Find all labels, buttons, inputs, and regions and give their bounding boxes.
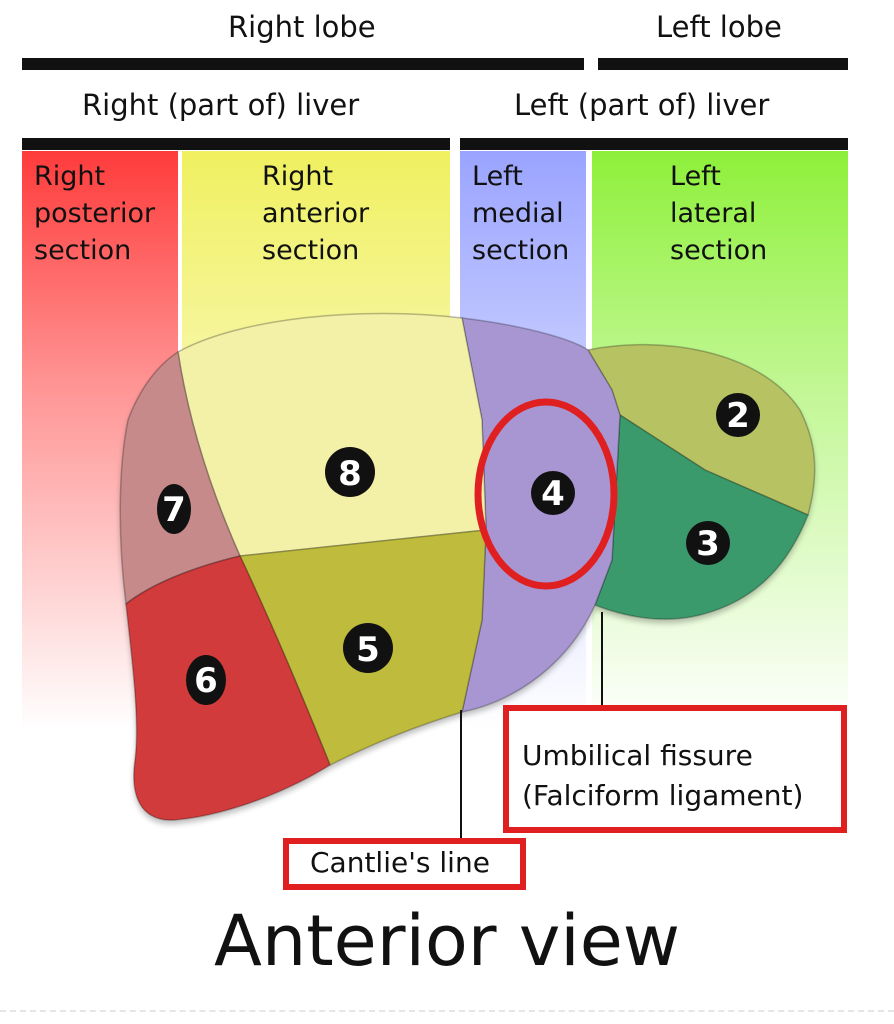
- segment-4-highlight: [474, 398, 618, 590]
- segment-8-badge: 8: [325, 447, 375, 497]
- left-medial-label: Left medial section: [472, 161, 570, 266]
- segment-4-number: 4: [541, 474, 565, 514]
- left-liver-bar: [460, 138, 848, 150]
- left-lobe-bar: [598, 58, 848, 70]
- right-posterior-label: Right posterior section: [34, 161, 156, 266]
- segment-5-number: 5: [356, 630, 380, 670]
- umbilical-fissure-label: Umbilical fissure (Falciform ligament): [522, 739, 804, 812]
- view-title: Anterior view: [213, 900, 681, 982]
- segment-5-badge: 5: [343, 623, 393, 673]
- bottom-divider: [0, 1010, 894, 1012]
- segment-3-region: [594, 413, 809, 620]
- segment-3-badge: 3: [686, 521, 730, 565]
- segment-4-badge: 4: [531, 471, 575, 515]
- segment-2-region: [586, 343, 816, 517]
- left-liver-label: Left (part of) liver: [514, 88, 770, 122]
- segment-6-region: [125, 555, 331, 821]
- segment-2-number: 2: [726, 396, 750, 436]
- cantlie-line-callout: [283, 838, 526, 890]
- segment-7-badge: 7: [157, 484, 191, 534]
- left-lobe-label: Left lobe: [656, 10, 782, 44]
- right-liver-label: Right (part of) liver: [82, 88, 360, 122]
- segment-2-badge: 2: [716, 393, 760, 437]
- right-lobe-bar: [22, 58, 584, 70]
- segment-8-number: 8: [338, 454, 362, 494]
- segment-6-badge: 6: [186, 655, 226, 705]
- segment-3-number: 3: [696, 524, 720, 564]
- segment-7-number: 7: [162, 490, 186, 530]
- cantlie-line-label: Cantlie's line: [310, 846, 490, 879]
- right-lobe-label: Right lobe: [228, 10, 376, 44]
- right-anterior-label: Right anterior section: [262, 161, 370, 266]
- umbilical-fissure-callout: [503, 705, 847, 833]
- segment-6-number: 6: [194, 661, 218, 701]
- left-lateral-label: Left lateral section: [670, 161, 768, 266]
- right-liver-bar: [22, 138, 450, 150]
